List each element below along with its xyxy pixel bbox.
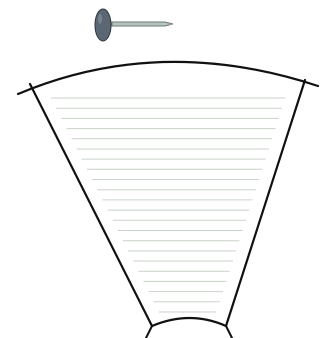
fan-sheet: [18, 62, 318, 338]
push-pin-icon: [95, 9, 173, 41]
